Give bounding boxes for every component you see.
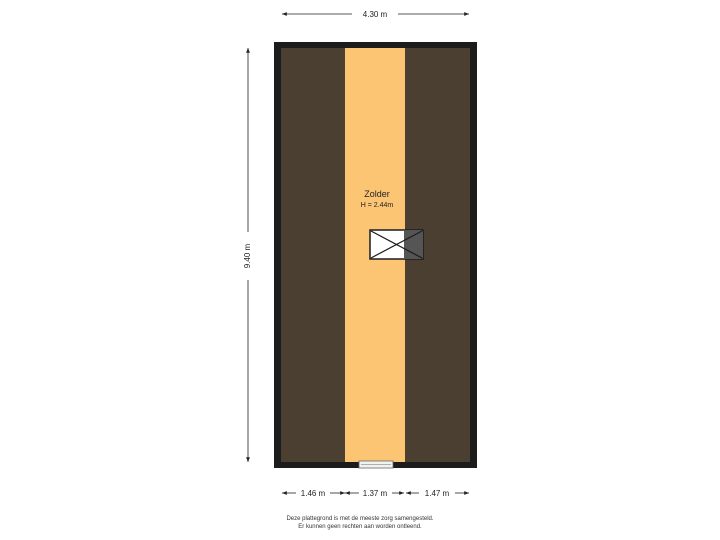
low-ceiling-left [281, 48, 345, 462]
room-name: Zolder [364, 189, 390, 199]
dimension-bottom-label-2: 1.37 m [363, 489, 388, 498]
disclaimer-line-2: Er kunnen geen rechten aan worden ontlee… [298, 524, 422, 530]
disclaimer: Deze plattegrond is met de meeste zorg s… [0, 515, 720, 531]
dimension-left-label: 9.40 m [243, 243, 252, 268]
dimension-top-label: 4.30 m [363, 10, 388, 19]
dimension-bottom-label-3: 1.47 m [425, 489, 450, 498]
dimension-left: 9.40 m [243, 48, 252, 462]
dimension-top: 4.30 m [282, 10, 469, 19]
disclaimer-line-1: Deze plattegrond is met de meeste zorg s… [286, 516, 434, 522]
room-height: H = 2.44m [361, 202, 394, 209]
skylight-icon [369, 229, 424, 260]
dimension-bottom-label-1: 1.46 m [301, 489, 326, 498]
dimension-bottom: 1.46 m 1.37 m 1.47 m [282, 489, 469, 498]
